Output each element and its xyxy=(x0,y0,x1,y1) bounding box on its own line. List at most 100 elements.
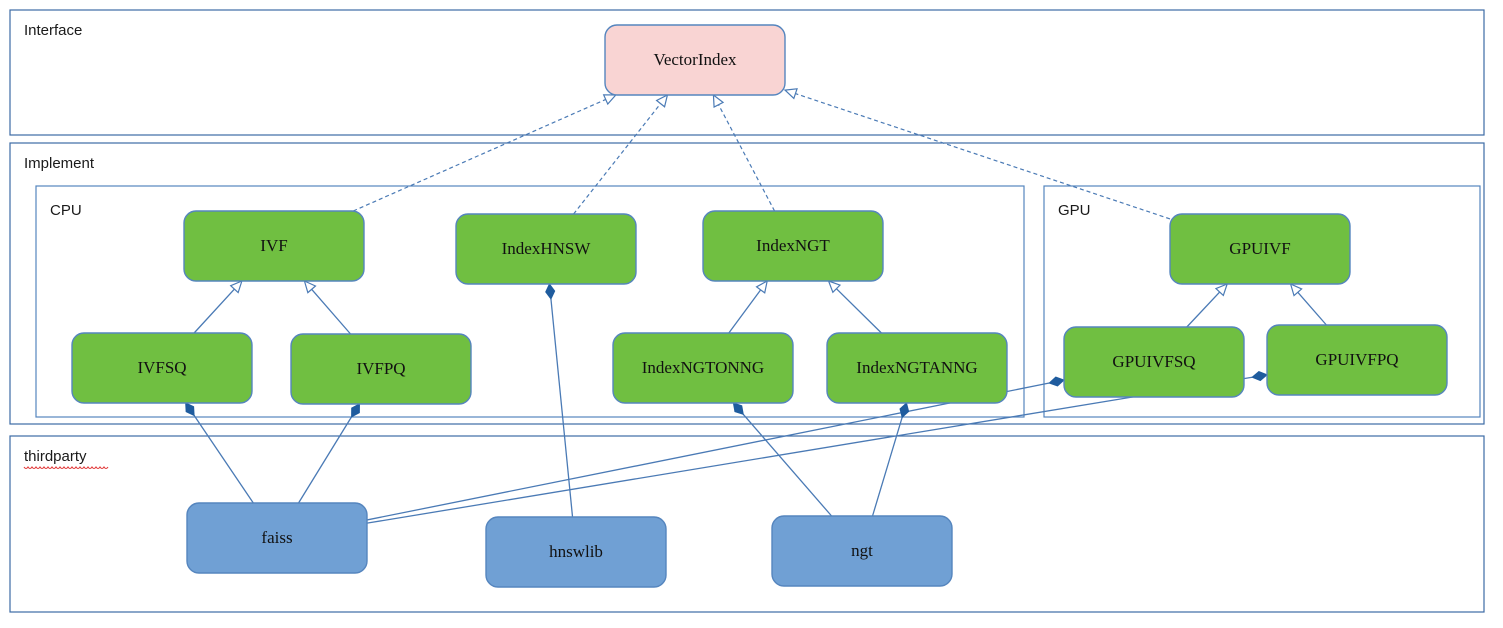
edge-IndexHNSW-to-VectorIndex xyxy=(573,93,669,215)
arrowhead-hollow-triangle xyxy=(783,88,798,100)
edge-line xyxy=(193,288,235,334)
edge-GPUIVFPQ-to-GPUIVF xyxy=(1289,282,1327,326)
edge-line xyxy=(742,413,833,517)
arrowhead-filled-diamond xyxy=(185,402,195,417)
edge-line xyxy=(193,415,254,504)
node-label-ngt: ngt xyxy=(851,541,873,560)
node-box-IVFSQ[interactable] xyxy=(71,332,253,404)
node-box-IndexHNSW[interactable] xyxy=(455,213,637,285)
container-label-thirdparty: thirdparty xyxy=(24,448,87,465)
arrowhead-filled-diamond xyxy=(351,403,360,418)
node-IndexNGT[interactable]: IndexNGT xyxy=(702,210,884,282)
node-IndexNGTONNG[interactable]: IndexNGTONNG xyxy=(612,332,794,404)
edge-line xyxy=(795,93,1171,220)
node-label-GPUIVFSQ: GPUIVFSQ xyxy=(1112,352,1195,371)
edge-GPUIVF-to-VectorIndex xyxy=(783,88,1171,220)
edge-line xyxy=(297,416,353,504)
arrowhead-filled-diamond xyxy=(1251,371,1268,382)
edge-GPUIVFSQ-to-GPUIVF xyxy=(1186,282,1229,328)
node-label-IVFPQ: IVFPQ xyxy=(356,359,405,378)
arrowhead-hollow-triangle xyxy=(712,93,725,109)
spellcheck-underline-thirdparty xyxy=(23,466,109,470)
node-label-GPUIVFPQ: GPUIVFPQ xyxy=(1315,350,1398,369)
edge-IndexNGTANNG-to-IndexNGT xyxy=(827,279,882,334)
node-IndexHNSW[interactable]: IndexHNSW xyxy=(455,213,637,285)
edge-faiss-to-IVFSQ xyxy=(185,402,254,504)
subcontainer-label-gpu: GPU xyxy=(1058,202,1091,219)
arrowhead-hollow-triangle xyxy=(303,279,317,294)
node-IVF[interactable]: IVF xyxy=(183,210,365,282)
node-label-VectorIndex: VectorIndex xyxy=(653,50,737,69)
edge-line xyxy=(718,104,776,212)
edge-line xyxy=(728,289,762,334)
node-label-hnswlib: hnswlib xyxy=(549,542,603,561)
node-label-IVFSQ: IVFSQ xyxy=(137,358,186,377)
edge-IVF-to-VectorIndex xyxy=(352,94,618,212)
node-label-IndexNGT: IndexNGT xyxy=(756,236,830,255)
edge-line xyxy=(835,288,882,334)
arrowhead-filled-diamond xyxy=(545,283,556,300)
edges-layer xyxy=(185,88,1327,524)
node-GPUIVFSQ[interactable]: GPUIVFSQ xyxy=(1063,326,1245,398)
node-GPUIVF[interactable]: GPUIVF xyxy=(1169,213,1351,285)
node-faiss[interactable]: faiss xyxy=(186,502,368,574)
node-ngt[interactable]: ngt xyxy=(771,515,953,587)
arrowhead-filled-diamond xyxy=(1048,376,1065,387)
edge-hnswlib-to-IndexHNSW xyxy=(545,283,574,518)
node-box-GPUIVFSQ[interactable] xyxy=(1063,326,1245,398)
node-box-VectorIndex[interactable] xyxy=(604,24,786,96)
container-label-interface: Interface xyxy=(24,22,82,39)
edge-line xyxy=(1297,291,1327,326)
edge-line xyxy=(550,298,574,518)
edge-IVFSQ-to-IVF xyxy=(193,279,243,334)
node-box-IVF[interactable] xyxy=(183,210,365,282)
edge-faiss-to-GPUIVFSQ xyxy=(366,376,1065,521)
edge-line xyxy=(311,288,352,335)
node-box-GPUIVFPQ[interactable] xyxy=(1266,324,1448,396)
node-box-IndexNGTONNG[interactable] xyxy=(612,332,794,404)
edge-IndexNGT-to-VectorIndex xyxy=(712,93,776,212)
node-IVFPQ[interactable]: IVFPQ xyxy=(290,333,472,405)
arrowhead-filled-diamond xyxy=(899,402,910,419)
node-IVFSQ[interactable]: IVFSQ xyxy=(71,332,253,404)
node-box-hnswlib[interactable] xyxy=(485,516,667,588)
node-box-IndexNGT[interactable] xyxy=(702,210,884,282)
arrowhead-hollow-triangle xyxy=(655,93,669,108)
edge-IVFPQ-to-IVF xyxy=(303,279,352,335)
arrowhead-hollow-triangle xyxy=(229,279,243,294)
node-label-IndexNGTANNG: IndexNGTANNG xyxy=(856,358,977,377)
node-box-IndexNGTANNG[interactable] xyxy=(826,332,1008,404)
node-label-GPUIVF: GPUIVF xyxy=(1229,239,1290,258)
edge-ngt-to-IndexNGTANNG xyxy=(871,402,910,517)
arrowhead-hollow-triangle xyxy=(1289,282,1303,297)
edge-line xyxy=(871,417,903,517)
node-label-IVF: IVF xyxy=(260,236,287,255)
arrowhead-hollow-triangle xyxy=(1214,282,1229,297)
node-box-GPUIVF[interactable] xyxy=(1169,213,1351,285)
node-GPUIVFPQ[interactable]: GPUIVFPQ xyxy=(1266,324,1448,396)
arrowhead-hollow-triangle xyxy=(827,279,842,294)
node-box-faiss[interactable] xyxy=(186,502,368,574)
edge-ngt-to-IndexNGTONNG xyxy=(732,402,833,517)
container-label-implement: Implement xyxy=(24,155,95,172)
node-label-IndexNGTONNG: IndexNGTONNG xyxy=(642,358,764,377)
node-IndexNGTANNG[interactable]: IndexNGTANNG xyxy=(826,332,1008,404)
arrowhead-hollow-triangle xyxy=(602,94,618,106)
node-box-ngt[interactable] xyxy=(771,515,953,587)
arrowhead-filled-diamond xyxy=(732,402,744,416)
edge-IndexNGTONNG-to-IndexNGT xyxy=(728,279,769,334)
edge-line xyxy=(573,103,662,215)
subcontainer-label-cpu: CPU xyxy=(50,202,82,219)
node-VectorIndex[interactable]: VectorIndex xyxy=(604,24,786,96)
node-label-faiss: faiss xyxy=(261,528,292,547)
edge-line xyxy=(366,376,1253,524)
node-box-IVFPQ[interactable] xyxy=(290,333,472,405)
edge-line xyxy=(366,382,1050,521)
edge-faiss-to-IVFPQ xyxy=(297,403,360,504)
node-hnswlib[interactable]: hnswlib xyxy=(485,516,667,588)
edge-line xyxy=(1186,291,1221,328)
arrowhead-hollow-triangle xyxy=(755,279,769,294)
